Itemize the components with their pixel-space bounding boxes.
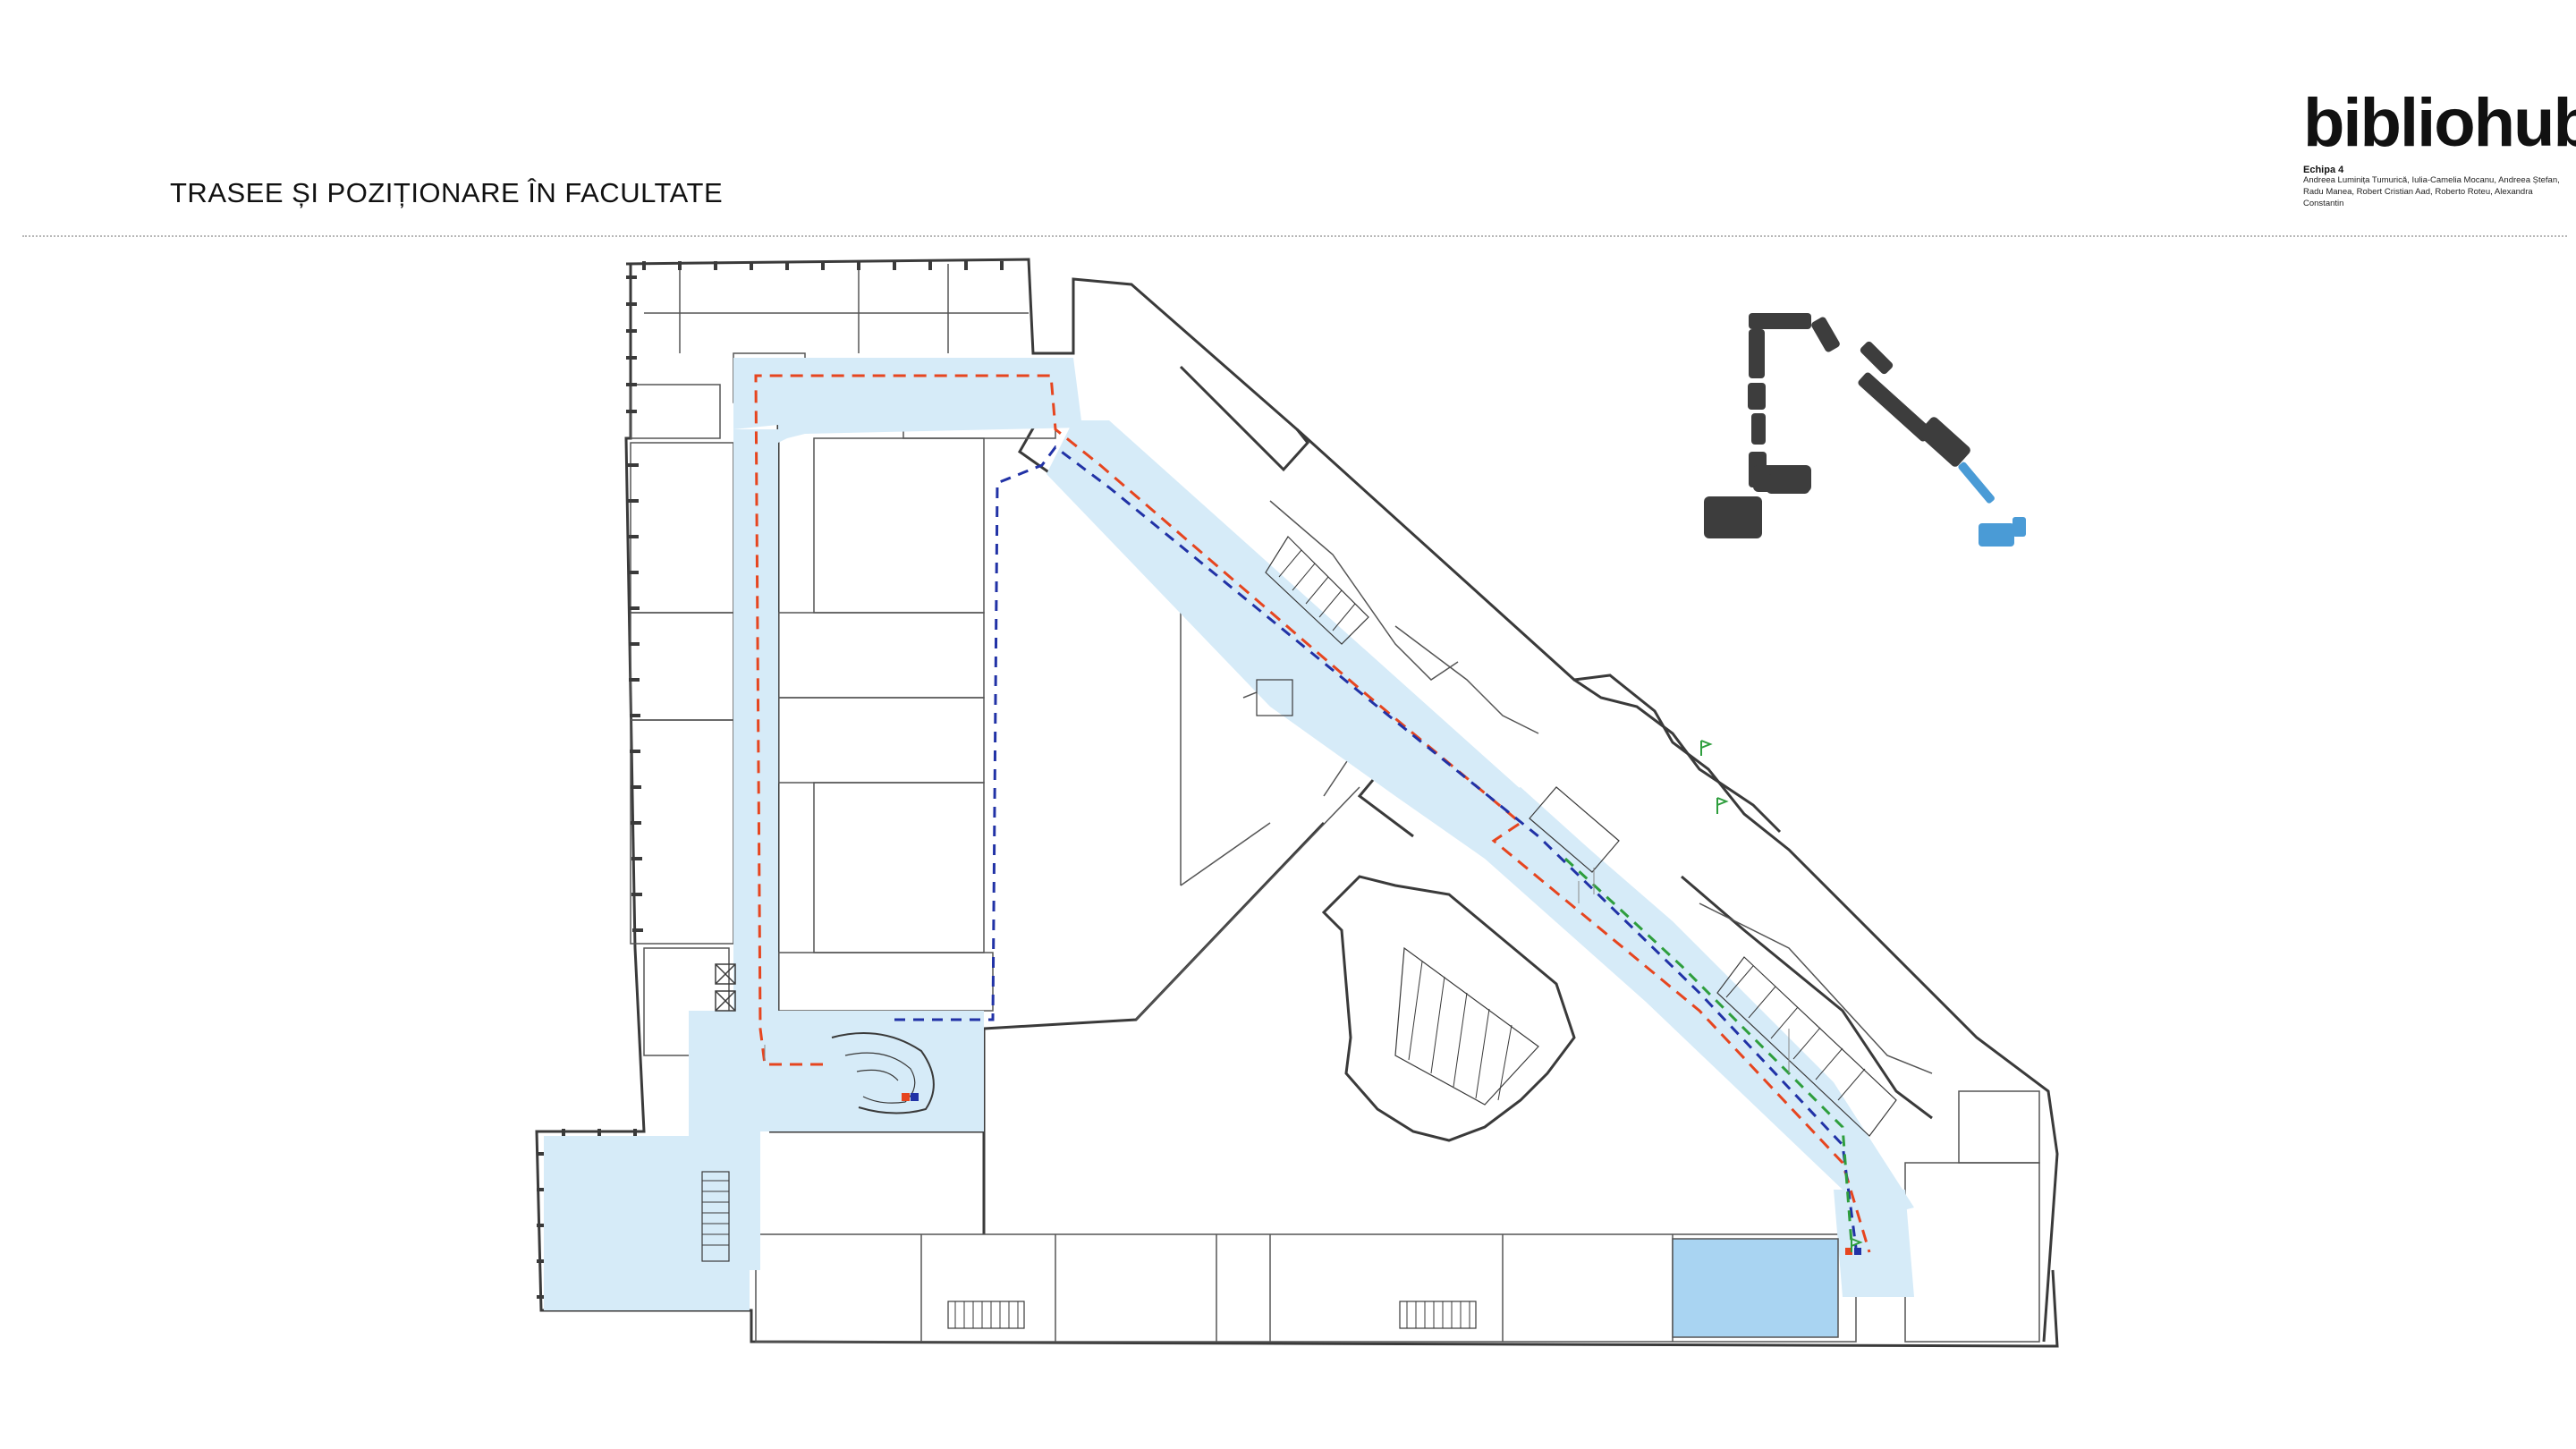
- legend-modules: [1704, 313, 2026, 547]
- logo-text: bibliohub: [2303, 85, 2576, 161]
- bibliohub-logo: bibliohub: [2303, 89, 2576, 157]
- blue-furniture-module-icon: [1958, 462, 2026, 547]
- elevator-icons: [715, 963, 736, 1012]
- route-blue: [894, 445, 1858, 1249]
- brand-block: bibliohub Echipa 4 Andreea Luminița Tumu…: [2303, 89, 2576, 209]
- dark-furniture-module-icon: [1704, 313, 1970, 538]
- flag-icon: [1716, 797, 1729, 814]
- route-green: [1563, 857, 1853, 1244]
- room-label-marks: [764, 868, 1790, 1073]
- team-label: Echipa 4: [2303, 165, 2344, 175]
- flag-icon: [1700, 740, 1713, 756]
- stairs: [701, 536, 1897, 1329]
- destination-room: [1672, 1238, 1839, 1338]
- route-red: [754, 374, 1871, 1253]
- flag-icon: [1851, 1238, 1863, 1252]
- header-divider: [22, 235, 2567, 237]
- corridor-highlight: [544, 358, 1914, 1310]
- team-members: Andreea Luminița Tumurică, Iulia-Camelia…: [2303, 175, 2560, 208]
- route-markers: [902, 1093, 1861, 1255]
- stair-treads: [702, 549, 1866, 1328]
- flag-icons: [1700, 740, 1863, 1252]
- page-title: TRASEE ȘI POZIȚIONARE ÎN FACULTATE: [170, 177, 724, 208]
